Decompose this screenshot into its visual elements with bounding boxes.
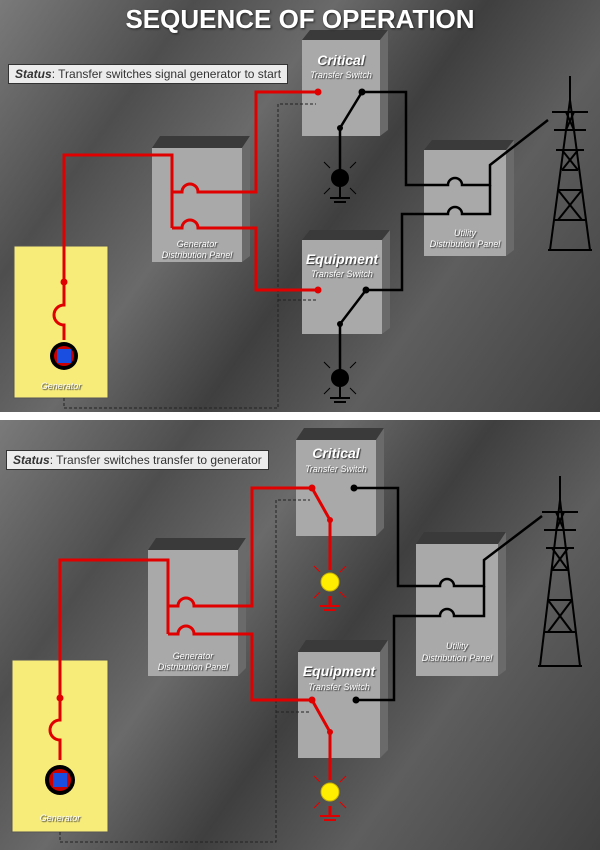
utility-panel-line1: Utility [446, 641, 468, 651]
panel-1-drawing [13, 30, 592, 409]
utility-panel-box [424, 150, 506, 256]
critical-subtitle: Transfer Switch [305, 464, 367, 474]
equipment-lamp [323, 361, 357, 403]
critical-lamp [313, 565, 347, 611]
equipment-title: Equipment [305, 251, 379, 267]
status-bar-2: Status: Transfer switches transfer to ge… [6, 450, 269, 470]
status-label: Status [13, 453, 50, 467]
critical-title: Critical [312, 445, 360, 461]
diagram-panel-1: SEQUENCE OF OPERATION Status: Transfer s… [0, 0, 600, 412]
gen-panel-top [152, 136, 250, 148]
generator-label: Generator [40, 381, 82, 391]
equipment-subtitle: Transfer Switch [311, 269, 373, 279]
equipment-subtitle: Transfer Switch [308, 682, 370, 692]
diagram-panel-2: Status: Transfer switches transfer to ge… [0, 420, 600, 850]
status-text: Transfer switches signal generator to st… [58, 67, 282, 81]
utility-panel-line2: Distribution Panel [421, 653, 493, 663]
gen-panel-line1: Generator [172, 651, 214, 661]
equipment-switch-box [302, 240, 382, 334]
page-title: SEQUENCE OF OPERATION [125, 4, 475, 34]
panel-2-drawing [11, 428, 582, 843]
status-bar-1: Status: Transfer switches signal generat… [8, 64, 289, 84]
utility-panel-line2: Distribution Panel [429, 239, 501, 249]
gen-panel-box [148, 550, 238, 676]
generator-label: Generator [39, 813, 81, 823]
critical-switch-box [302, 40, 380, 136]
gen-panel-line1: Generator [176, 239, 218, 249]
utility-tower-icon [538, 476, 582, 667]
equipment-switch-box [298, 652, 380, 758]
critical-lamp [323, 161, 357, 203]
critical-title: Critical [317, 52, 365, 68]
equipment-title: Equipment [302, 663, 376, 679]
equipment-lamp [313, 775, 347, 821]
status-text: Transfer switches transfer to generator [56, 453, 262, 467]
critical-subtitle: Transfer Switch [310, 70, 372, 80]
gen-panel-side [242, 136, 250, 262]
utility-tower-icon [548, 76, 592, 251]
generator-box [13, 245, 109, 399]
gen-panel-line2: Distribution Panel [161, 250, 233, 260]
gen-panel-line2: Distribution Panel [157, 662, 229, 672]
status-label: Status [15, 67, 52, 81]
utility-panel-line1: Utility [454, 228, 476, 238]
gen-panel-box [152, 148, 242, 262]
